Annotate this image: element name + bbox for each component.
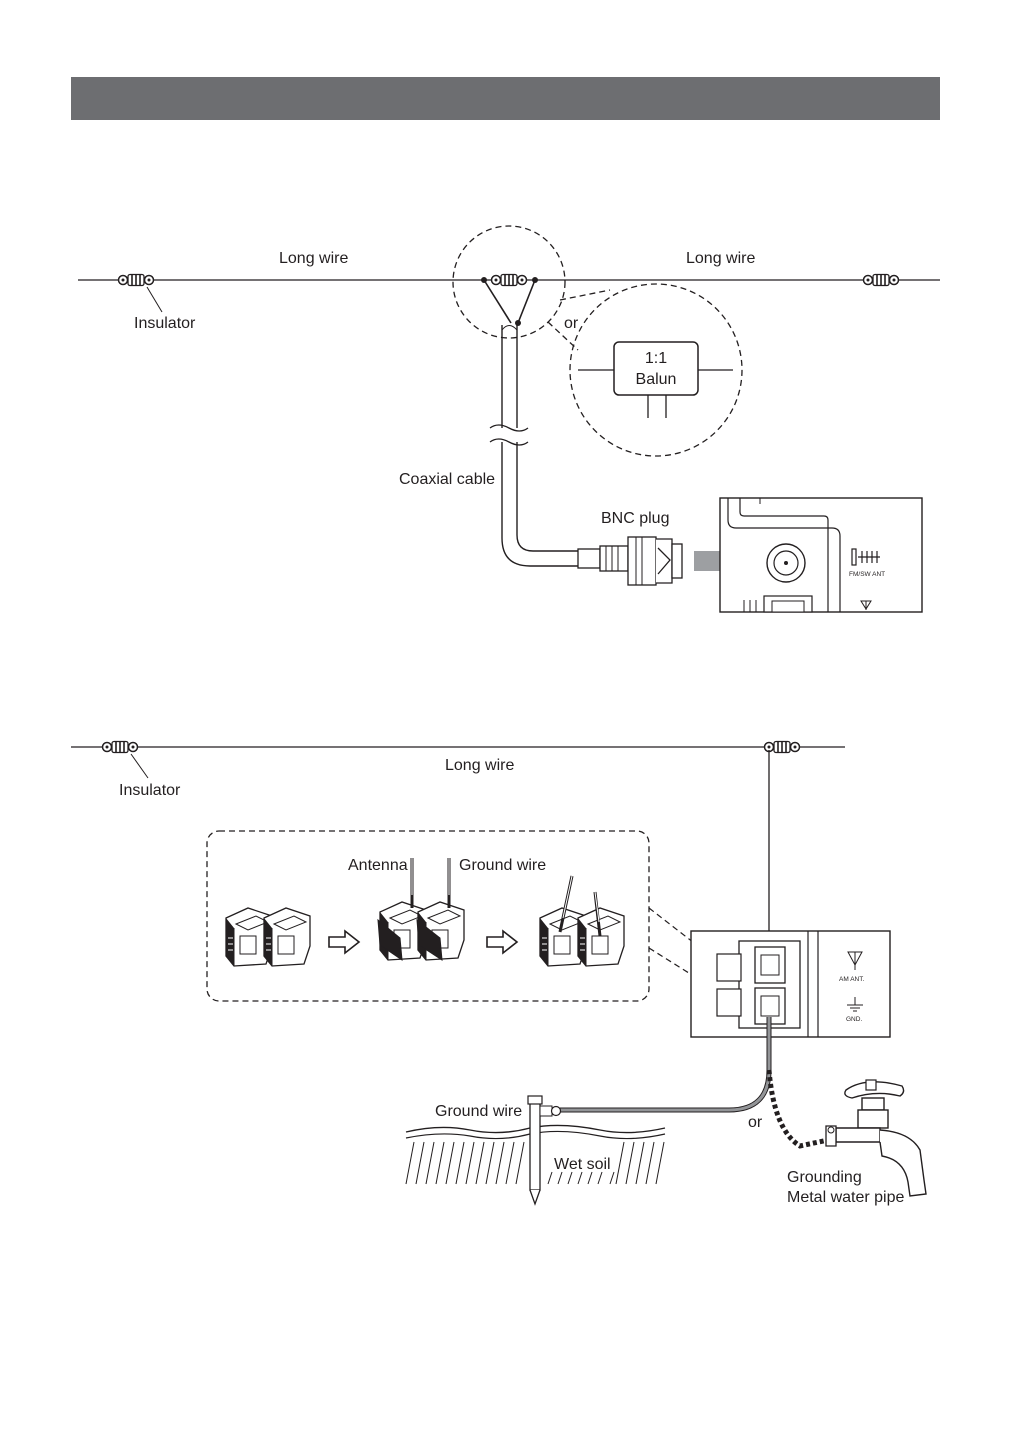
step-arrow-icon (328, 930, 360, 954)
diagram-2-am-connection: Long wire Insulator Antenna Ground wire (71, 740, 927, 1206)
ground-wire-inset-label: Ground wire (459, 857, 546, 874)
fm-sw-antenna-icon (851, 548, 880, 566)
cable-end (501, 325, 518, 331)
water-faucet-icon (825, 1079, 927, 1197)
insulator-right (763, 740, 801, 754)
coaxial-cable-bottom (501, 442, 578, 567)
step-arrow-icon (486, 930, 518, 954)
balun-label: Balun (636, 371, 677, 388)
cable-break (489, 438, 529, 446)
ground-rod (527, 1095, 562, 1206)
junction-dot (515, 320, 521, 326)
insulator-center (490, 273, 528, 287)
balun-detail-circle (569, 283, 743, 457)
bnc-plug (577, 536, 683, 586)
coaxial-cable-label: Coaxial cable (399, 471, 495, 488)
rear-panel-am: AM ANT. GND. (690, 930, 891, 1038)
insulator-leader (130, 753, 149, 779)
balun-cable-stub (647, 395, 667, 418)
feed-wire-right (517, 279, 536, 324)
balun-ratio: 1:1 (645, 350, 667, 367)
terminal-step-2 (377, 858, 465, 962)
terminal-step-3 (539, 875, 625, 967)
junction-dot (532, 277, 538, 283)
insulator-left (117, 273, 155, 287)
long-wire-left-label: Long wire (279, 250, 348, 267)
ground-symbol-icon (847, 997, 863, 1012)
antenna-label: Antenna (348, 857, 408, 874)
junction-dot (481, 277, 487, 283)
terminal-inset-box (206, 830, 650, 1002)
am-ant-label: AM ANT. (839, 976, 864, 983)
bnc-plug-label: BNC plug (601, 510, 669, 527)
dashed-connector (559, 289, 611, 301)
insulator-label: Insulator (134, 315, 196, 332)
metal-water-pipe-label: Metal water pipe (787, 1189, 904, 1206)
or-label: or (748, 1114, 763, 1131)
gnd-label: GND. (846, 1016, 862, 1023)
ground-cable-alt (766, 1069, 829, 1149)
header-bar (71, 77, 940, 120)
coaxial-cable-top (501, 325, 518, 428)
cable-break (489, 424, 529, 432)
antenna-symbol-icon (860, 600, 872, 610)
insulator-left (101, 740, 139, 754)
balun-box (613, 341, 699, 396)
long-wire-right-label: Long wire (686, 250, 755, 267)
rear-panel-fm-sw: FM/SW ANT (719, 497, 923, 613)
long-wire-label: Long wire (445, 757, 514, 774)
diagram-1-bnc-connection: Long wire Long wire Insulator or 1:1 Bal… (78, 225, 940, 613)
fm-sw-ant-label: FM/SW ANT (849, 571, 885, 578)
grounding-label: Grounding (787, 1169, 862, 1186)
insulator-right (862, 273, 900, 287)
or-label: or (564, 315, 579, 332)
wet-soil-label: Wet soil (554, 1156, 611, 1173)
ground-wire-label: Ground wire (435, 1103, 522, 1120)
detail-circle (452, 225, 566, 339)
antenna-symbol-icon (847, 951, 863, 970)
terminal-step-1 (225, 907, 311, 967)
feed-wire-left (483, 279, 512, 324)
insulator-label: Insulator (119, 782, 181, 799)
insulator-leader (146, 286, 163, 313)
